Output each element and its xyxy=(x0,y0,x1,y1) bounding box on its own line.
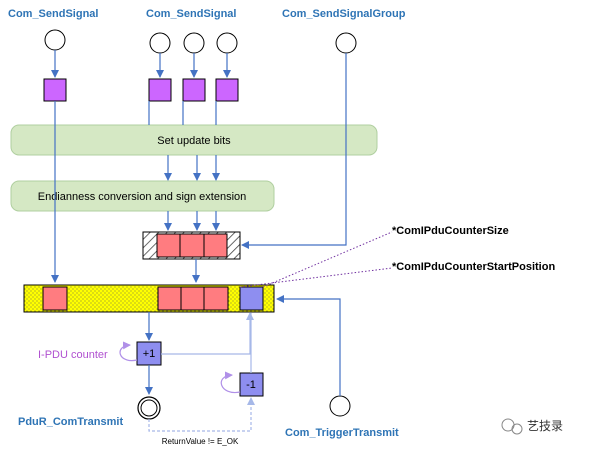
pdu-group-cell-3 xyxy=(203,286,229,311)
pdu-signal-cell xyxy=(42,286,68,311)
arrow-group-to-shadow xyxy=(241,53,347,249)
signal-box-4 xyxy=(215,78,239,102)
trigger-transmit-circle xyxy=(329,395,351,417)
decrement-label: -1 xyxy=(246,379,256,391)
increment-label: +1 xyxy=(143,348,156,360)
input-circle-2 xyxy=(149,32,171,54)
counter-size-text: ComIPduCounterSize xyxy=(396,225,508,237)
signal-box-3 xyxy=(182,78,206,102)
link-counter-start xyxy=(239,267,393,288)
input-circle-group xyxy=(335,32,357,54)
label-pdur-transmit: PduR_ComTransmit xyxy=(18,416,123,428)
label-send-signal-group: Com_SendSignalGroup xyxy=(282,8,406,20)
shadow-cell-1 xyxy=(156,233,181,258)
decrement-loop-arrow xyxy=(220,371,241,394)
label-ipdu-counter: I-PDU counter xyxy=(38,349,108,361)
endianness-label: Endianness conversion and sign extension xyxy=(38,191,247,203)
input-circle-1 xyxy=(44,29,66,51)
counter-start-text: ComIPduCounterStartPosition xyxy=(396,261,555,273)
shadow-cell-2 xyxy=(179,233,205,258)
signal-box-2 xyxy=(148,78,172,102)
label-return-value: ReturnValue != E_OK xyxy=(162,437,239,446)
arrow-increment-to-counter xyxy=(161,312,254,355)
pdur-transmit-inner xyxy=(140,399,158,417)
return-value-feedback xyxy=(148,397,255,432)
watermark-icon-2 xyxy=(511,423,523,435)
label-trigger-transmit: Com_TriggerTransmit xyxy=(285,427,399,439)
set-update-bits-label: Set update bits xyxy=(157,135,231,147)
endianness-box xyxy=(10,180,275,212)
watermark-text: 艺技录 xyxy=(527,419,563,433)
arrow-trigger-to-pdu xyxy=(276,295,341,396)
pdu-group-cell-1 xyxy=(157,286,182,311)
label-send-signal-2: Com_SendSignal xyxy=(146,8,236,20)
link-counter-size xyxy=(262,231,393,288)
pdu-group-cell-2 xyxy=(180,286,205,311)
input-circle-3 xyxy=(183,32,205,54)
input-circle-4 xyxy=(216,32,238,54)
watermark: 艺技录 xyxy=(501,418,563,435)
set-update-bits-box xyxy=(10,124,378,156)
asterisk-1: * xyxy=(392,225,397,237)
counter-loop-arrow xyxy=(119,341,138,362)
shadow-cell-3 xyxy=(203,233,228,258)
asterisk-2: * xyxy=(392,261,397,273)
label-send-signal-1: Com_SendSignal xyxy=(8,8,98,20)
pdu-counter-cell xyxy=(239,286,264,311)
cfg-counter-size: *ComIPduCounterSize xyxy=(392,225,509,237)
cfg-counter-start: *ComIPduCounterStartPosition xyxy=(392,261,555,273)
signal-box-1 xyxy=(43,78,67,102)
